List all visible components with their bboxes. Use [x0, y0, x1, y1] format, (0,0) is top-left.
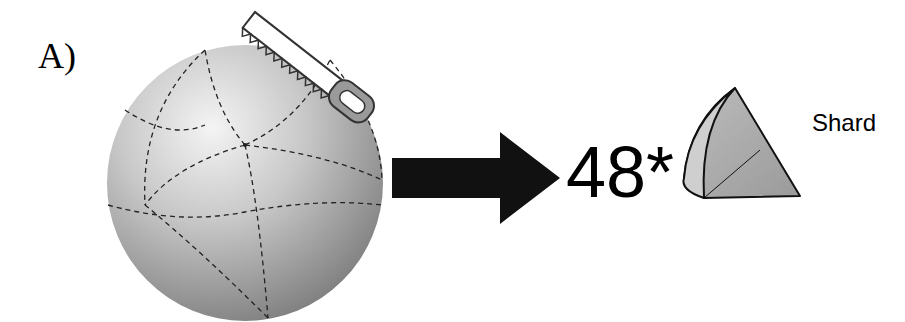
shard	[683, 88, 800, 198]
count-label: 48*	[566, 136, 674, 208]
big-arrow	[392, 132, 560, 224]
part-label: A)	[38, 38, 76, 74]
sphere	[107, 45, 383, 321]
saw-icon	[238, 9, 378, 128]
shard-label: Shard	[812, 111, 876, 135]
